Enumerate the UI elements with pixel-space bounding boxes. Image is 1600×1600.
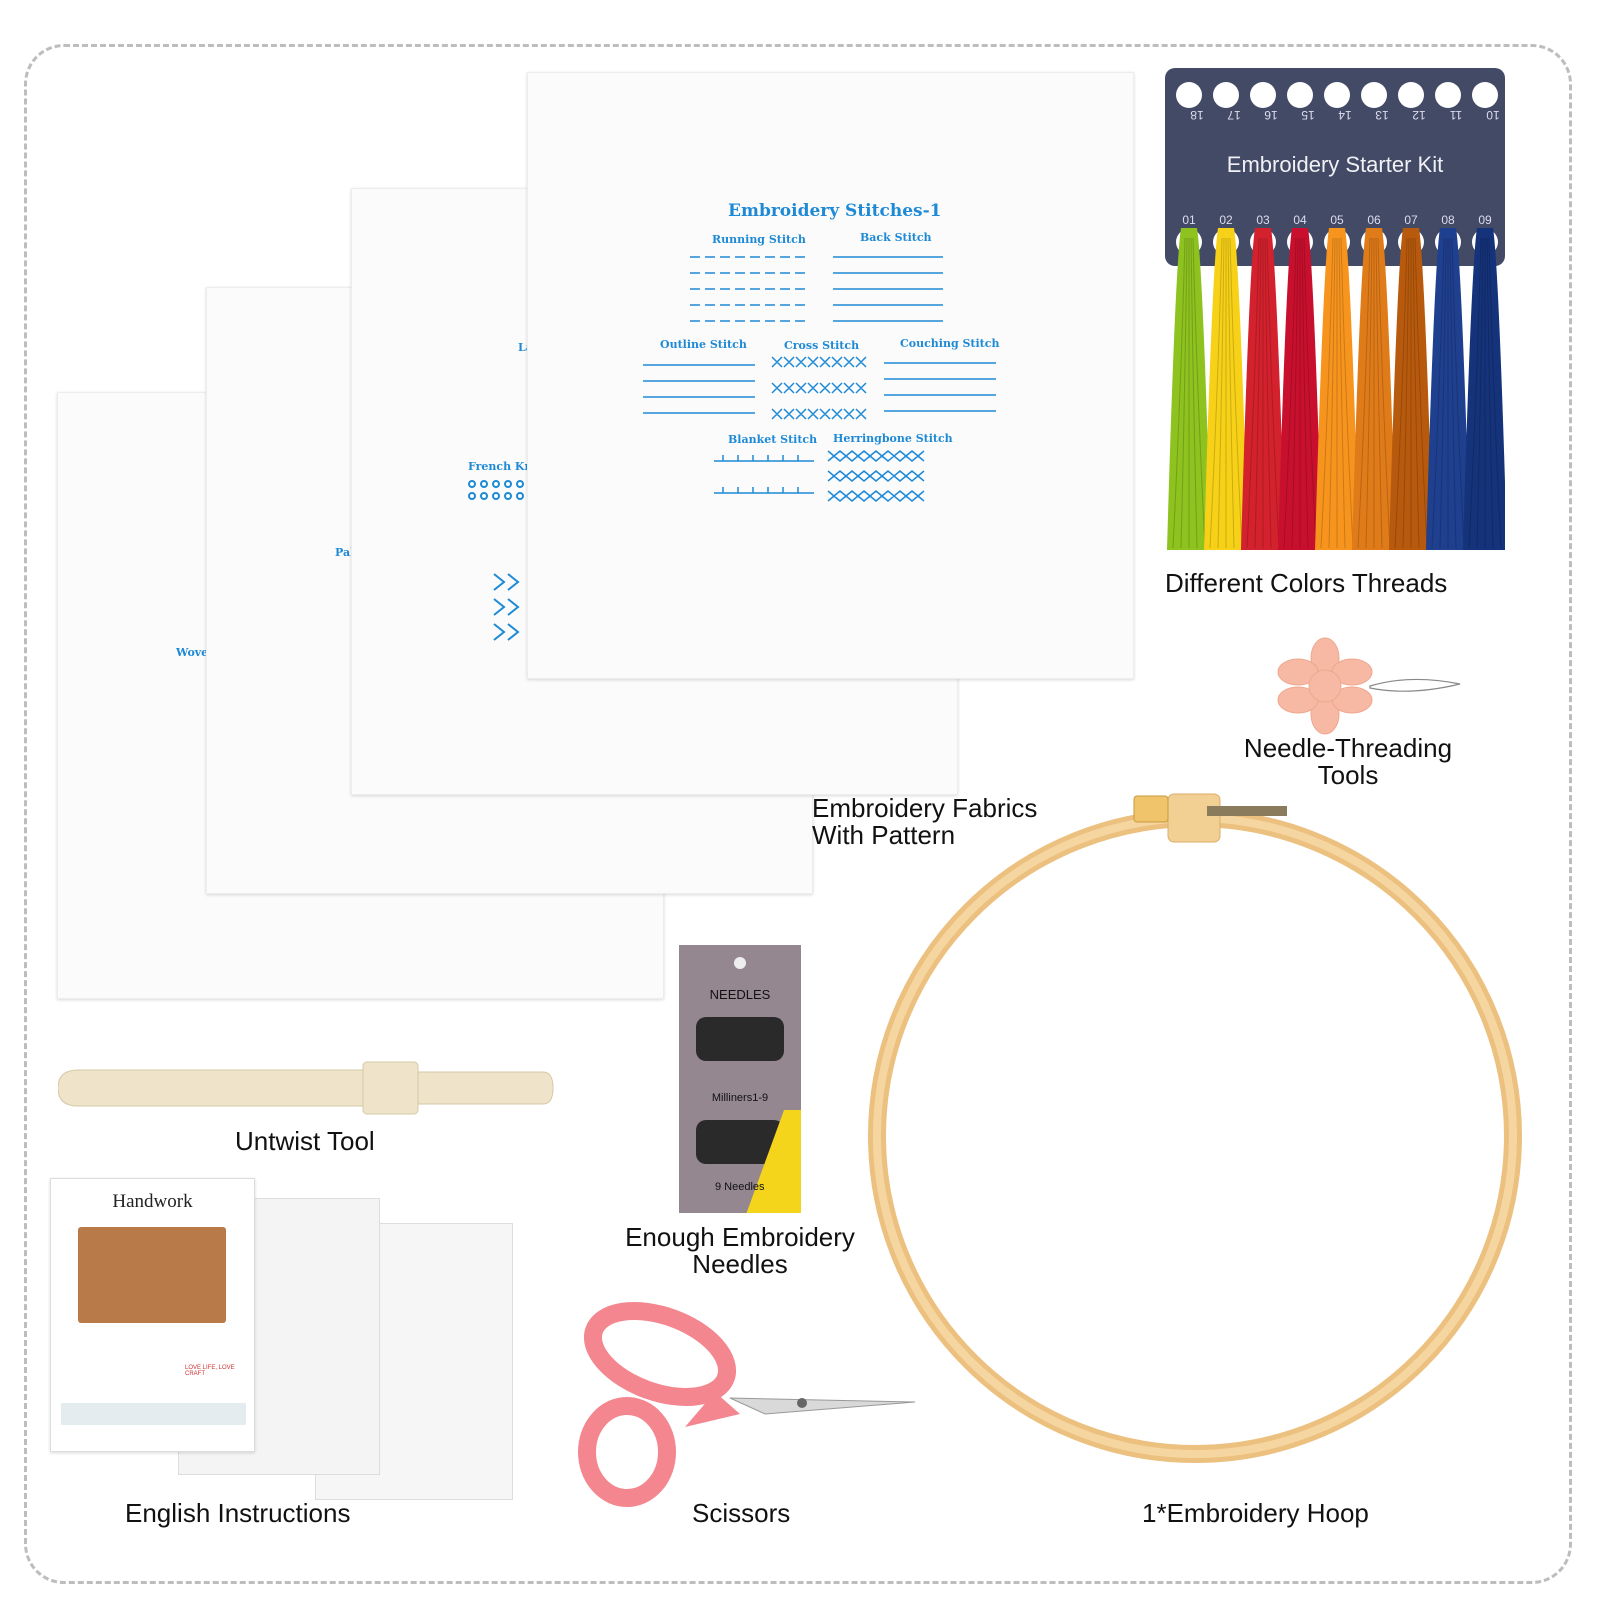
thread-skein [1315,228,1359,550]
label-threader: Needle-Threading Tools [1243,733,1453,790]
thread-skein [1204,228,1248,550]
label-needles: Enough Embroidery Needles [625,1222,855,1279]
needle-pack-type: Milliners1-9 [711,1092,769,1104]
label-threads: Different Colors Threads [1165,568,1448,598]
needle-threader [1277,637,1461,735]
organizer-top-holes [1176,82,1498,108]
stitch-label: Back Stitch [860,231,932,244]
stitch-patterns [643,256,996,502]
thread-skein [1426,228,1470,550]
booklet-photo [78,1227,226,1323]
thread-skein [1167,228,1211,550]
stitch-label: Outline Stitch [660,338,747,351]
needle-slot-top [696,1017,784,1061]
stitch-label: Cross Stitch [784,339,860,352]
label-scissors: Scissors [692,1498,791,1528]
dashed-frame [24,44,1572,1584]
booklet-title: Handwork [112,1191,193,1212]
thread-skein [1352,228,1396,550]
needle-pack: NEEDLES Milliners1-9 9 Needles [679,945,801,1213]
organizer-bottom-numbers: 01 02 03 04 05 06 07 08 09 [1182,213,1492,227]
thread-skeins [1167,228,1505,550]
french-knot-pattern [468,480,524,641]
needle-pack-title: NEEDLES [709,987,771,1002]
booklet-thumbnails [61,1403,246,1425]
organizer-title: Embroidery Starter Kit [1226,152,1444,177]
organizer-top-numbers: 10 11 12 13 14 15 16 17 18 [1190,108,1500,122]
stitch-label: Blanket Stitch [728,433,818,446]
partial-stitch-label: Wove [176,646,209,659]
untwist-tool [58,1061,554,1115]
label-fabrics: Embroidery Fabrics With Pattern [812,793,1038,850]
fabric-title: Embroidery Stitches-1 [728,201,942,221]
thread-skein [1278,228,1322,550]
stitch-label: Running Stitch [712,233,806,246]
hang-hole [734,957,746,969]
partial-stitch-label: French Kno [468,460,540,473]
label-untwist: Untwist Tool [235,1126,375,1156]
fabric-sheet-front: Embroidery Stitches-1 Running Stitch Bac… [527,72,1134,679]
booklet-footer: LOVE LIFE, LOVE CRAFT [185,1365,235,1377]
label-hoop: 1*Embroidery Hoop [1142,1498,1369,1528]
stitch-label: Herringbone Stitch [833,432,953,445]
stitch-label: Couching Stitch [900,337,1000,350]
thread-skein [1463,228,1505,550]
embroidery-hoop [868,793,1522,1463]
label-instructions: English Instructions [125,1498,351,1528]
scissors [578,1302,916,1507]
thread-skein [1389,228,1433,550]
thread-skein [1241,228,1285,550]
needle-pack-count: 9 Needles [715,1181,765,1193]
instruction-sheet-1: Handwork LOVE LIFE, LOVE CRAFT [50,1178,255,1452]
